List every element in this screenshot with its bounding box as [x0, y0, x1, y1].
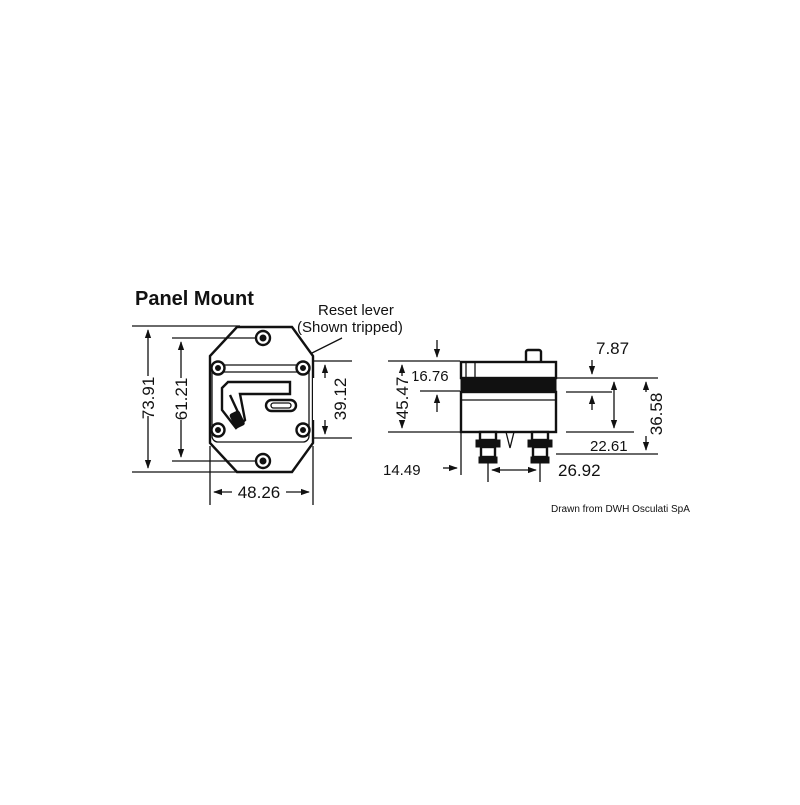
mounting-hole-bottom-left [210, 422, 226, 438]
side-flange [460, 377, 557, 393]
dim-hole-spacing: 61.21 [172, 378, 191, 421]
mounting-hole-top-left [210, 360, 226, 376]
dim-lever-height: 7.87 [596, 339, 629, 358]
mounting-hole-bottom-right [295, 422, 311, 438]
dim-terminal-spacing: 26.92 [558, 461, 601, 480]
mounting-hole-bottom [254, 452, 272, 470]
side-view [459, 348, 558, 464]
dim-body-height: 39.12 [331, 378, 350, 421]
reset-lever-label: Reset lever [318, 302, 394, 319]
center-stud [505, 431, 515, 449]
dim-width: 48.26 [238, 483, 281, 502]
dim-side-body-height: 45.47 [393, 377, 412, 420]
dim-side-overall-height: 36.58 [647, 393, 666, 436]
dim-terminal-height: 22.61 [590, 438, 628, 455]
mounting-hole-top-right [295, 360, 311, 376]
front-view [208, 325, 315, 474]
terminal-left [475, 430, 501, 464]
terminal-right [527, 430, 553, 464]
drawing-credit: Drawn from DWH Osculati SpA [551, 504, 690, 515]
shown-tripped-label: (Shown tripped) [297, 319, 403, 336]
drawing-title: Panel Mount [135, 288, 254, 310]
dim-top-offset: 16.76 [411, 368, 449, 385]
front-flange [208, 325, 315, 474]
side-body [459, 390, 558, 434]
mounting-hole-top [254, 329, 272, 347]
dim-terminal-offset: 14.49 [383, 462, 421, 479]
dim-overall-height: 73.91 [139, 377, 158, 420]
front-body-outline [211, 364, 310, 443]
reset-lever-grip [229, 410, 245, 429]
